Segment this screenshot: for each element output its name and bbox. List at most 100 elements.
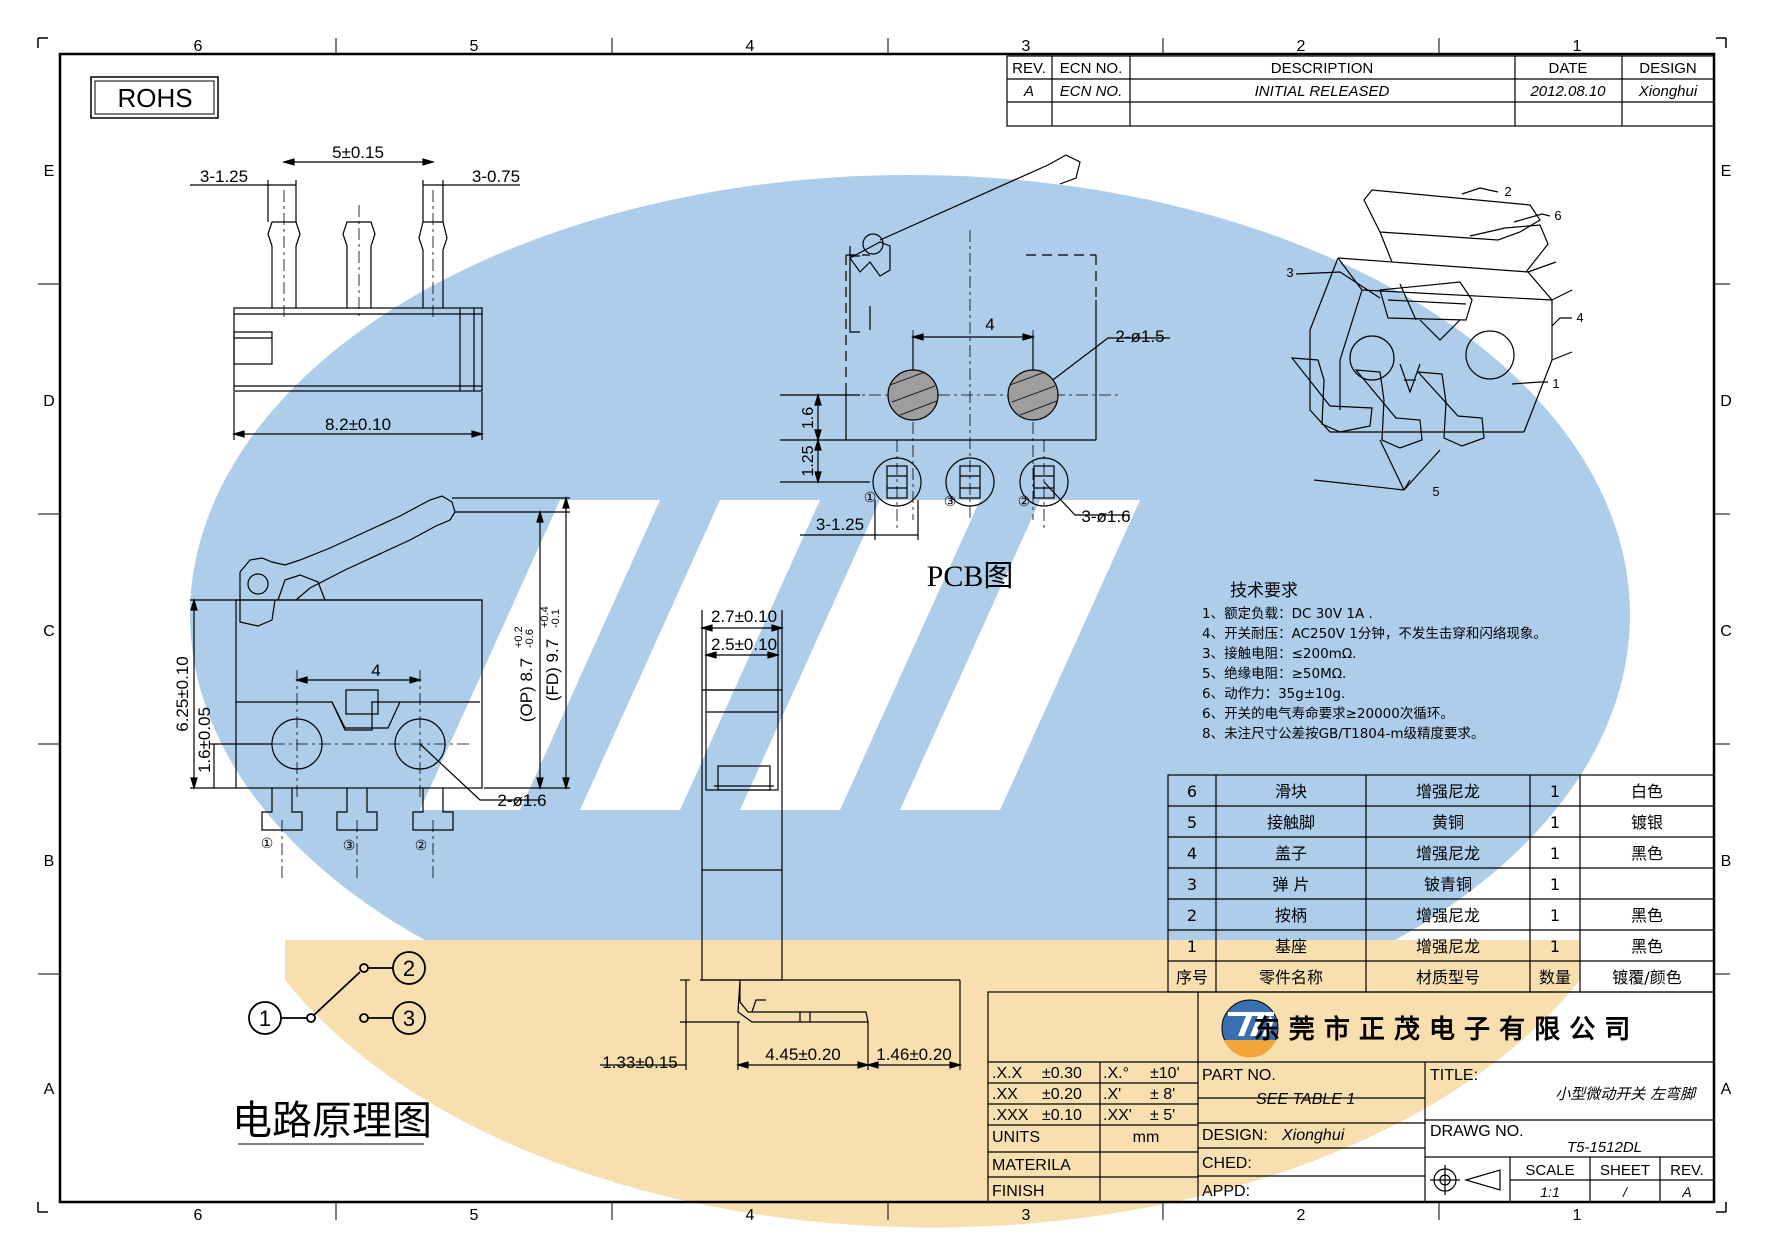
bom-r5-material: 增强尼龙: [1416, 906, 1480, 925]
bom-r3-name: 盖子: [1275, 844, 1307, 863]
tech-line-4: 5、绝缘电阻：≥50MΩ.: [1202, 666, 1346, 682]
bom-r1-name: 滑块: [1275, 782, 1307, 801]
circuit-diagram: [248, 951, 426, 1035]
zone-row-left-A: A: [44, 1081, 55, 1098]
bom-r2-name: 接触脚: [1267, 813, 1315, 832]
front-pin-label-3: ③: [343, 837, 356, 853]
rev-header-description: DESCRIPTION: [1271, 60, 1374, 77]
scale-value: 1:1: [1540, 1184, 1559, 1200]
units-value: mm: [1133, 1129, 1160, 1146]
bom-r4-qty: 1: [1550, 875, 1560, 894]
bom-r4-material: 铍青铜: [1424, 875, 1472, 894]
sheet-value: /: [1622, 1184, 1629, 1200]
bom-r2-material: 黄铜: [1432, 813, 1464, 832]
dim-side-w2: 2.5±0.10: [711, 635, 777, 654]
rev-row-rev: A: [1023, 83, 1034, 100]
tech-line-1: 1、额定负载：DC 30V 1A .: [1202, 606, 1373, 622]
side-view: [600, 610, 963, 1070]
bom-r3-material: 增强尼龙: [1416, 844, 1480, 863]
tol-r2-c3: .X': [1103, 1086, 1121, 1103]
tol-r2-c1: .XX: [992, 1086, 1018, 1103]
dim-side-w1: 2.7±0.10: [711, 607, 777, 626]
drawg-no-label: DRAWG NO.: [1430, 1123, 1524, 1140]
zone-col-bottom-2: 2: [1297, 1207, 1306, 1224]
front-pin-label-1: ①: [261, 835, 274, 851]
bom-header-qty: 数量: [1539, 968, 1571, 987]
zone-col-bottom-1: 1: [1573, 1207, 1582, 1224]
zone-row-right-B: B: [1721, 853, 1732, 870]
dim-top-pitch: 5±0.15: [332, 143, 384, 162]
dim-pcb-pitch: 4: [985, 315, 994, 334]
tol-r3-c4: ± 5': [1150, 1107, 1175, 1124]
iso-callout-3: 3: [1286, 265, 1293, 280]
dim-front-fd: (FD) 9.7 +0.4 -0.1: [539, 606, 562, 701]
materila-label: MATERILA: [992, 1157, 1071, 1174]
sheet-label: SHEET: [1600, 1162, 1650, 1179]
iso-view: [1290, 187, 1573, 491]
watermark-logo: [190, 175, 1630, 1228]
dim-top-right: 3-0.75: [472, 167, 520, 186]
tech-line-5: 6、动作力：35g±10g.: [1202, 686, 1345, 702]
bom-r5-finish: 黑色: [1631, 906, 1663, 925]
tech-requirements: 技术要求 1、额定负载：DC 30V 1A . 4、开关耐压：AC250V 1分…: [1202, 581, 1547, 742]
zone-row-right-C: C: [1720, 623, 1732, 640]
dim-pcb-pins: 3-ø1.6: [1081, 507, 1130, 526]
circuit-node-1: 1: [259, 1006, 271, 1031]
rev-row-ecn: ECN NO.: [1060, 83, 1123, 100]
bom-r2-finish: 镀银: [1631, 813, 1663, 832]
revision-block: REV. ECN NO. DESCRIPTION DATE DESIGN A E…: [1006, 55, 1715, 127]
tech-title: 技术要求: [1230, 581, 1298, 601]
iso-callout-2: 2: [1504, 184, 1511, 199]
dim-pcb-holes: 2-ø1.5: [1115, 327, 1164, 346]
projection-symbol: [1430, 1165, 1501, 1195]
title-value: 小型微动开关 左弯脚: [1555, 1085, 1697, 1103]
bom-r1-finish: 白色: [1631, 782, 1663, 801]
company-logo: [1221, 999, 1279, 1058]
dim-side-b3: 1.46±0.20: [876, 1045, 952, 1064]
dim-front-holes: 2-ø1.6: [497, 791, 546, 810]
bom-r2-no: 5: [1187, 813, 1197, 832]
circuit-node-3: 3: [403, 1006, 415, 1031]
tol-r3-c2: ±0.10: [1042, 1107, 1082, 1124]
zone-col-bottom-6: 6: [194, 1207, 203, 1224]
rev-row-description: INITIAL RELEASED: [1255, 83, 1390, 100]
tech-line-2: 4、开关耐压：AC250V 1分钟，不发生击穿和闪络现象。: [1202, 625, 1547, 642]
bom-r2-qty: 1: [1550, 813, 1560, 832]
bom-r6-name: 基座: [1275, 937, 1307, 956]
bom-header-name: 零件名称: [1259, 968, 1323, 987]
pcb-pin-label-1: ①: [864, 489, 877, 505]
zone-col-bottom-5: 5: [470, 1207, 479, 1224]
title-label: TITLE:: [1430, 1067, 1478, 1084]
zone-col-top-5: 5: [470, 38, 479, 55]
tol-r1-c4: ±10': [1150, 1065, 1180, 1082]
pcb-holes: [887, 369, 1059, 421]
bom-r4-name: 弹 片: [1272, 875, 1309, 894]
scale-label: SCALE: [1525, 1162, 1574, 1179]
zone-col-top-2: 2: [1297, 38, 1306, 55]
rev-header-design: DESIGN: [1639, 60, 1697, 77]
dim-front-fd-tol-dn: -0.1: [550, 609, 562, 628]
zone-row-right-E: E: [1721, 163, 1732, 180]
appd-label: APPD:: [1202, 1183, 1250, 1200]
zone-row-left-B: B: [44, 853, 55, 870]
bom-r4-no: 3: [1187, 875, 1197, 894]
tol-r2-c4: ± 8': [1150, 1086, 1175, 1103]
dim-front-op-tol-dn: -0.6: [524, 629, 536, 648]
front-view: [190, 495, 570, 880]
part-no-value: SEE TABLE 1: [1256, 1091, 1355, 1108]
bom-r5-qty: 1: [1550, 906, 1560, 925]
tol-r1-c2: ±0.30: [1042, 1065, 1082, 1082]
dim-pcb-pin-width: 3-1.25: [816, 515, 864, 534]
bom-r1-material: 增强尼龙: [1416, 782, 1480, 801]
zone-row-right-D: D: [1720, 393, 1732, 410]
dim-pcb-v1: 1.6: [800, 407, 817, 429]
bom-table: 6 滑块 增强尼龙 1 白色 5 接触脚 黄铜 1 镀银 4 盖子 增强尼龙 1…: [1167, 774, 1715, 993]
zone-col-top-3: 3: [1022, 38, 1031, 55]
dim-front-op: (OP) 8.7 +0.2 -0.6: [513, 626, 536, 722]
bom-r3-qty: 1: [1550, 844, 1560, 863]
dim-front-h1: 6.25±0.10: [173, 656, 192, 732]
circuit-title: 电路原理图: [232, 1098, 432, 1144]
drawg-no-value: T5-1512DL: [1567, 1139, 1642, 1156]
bom-r6-qty: 1: [1550, 937, 1560, 956]
